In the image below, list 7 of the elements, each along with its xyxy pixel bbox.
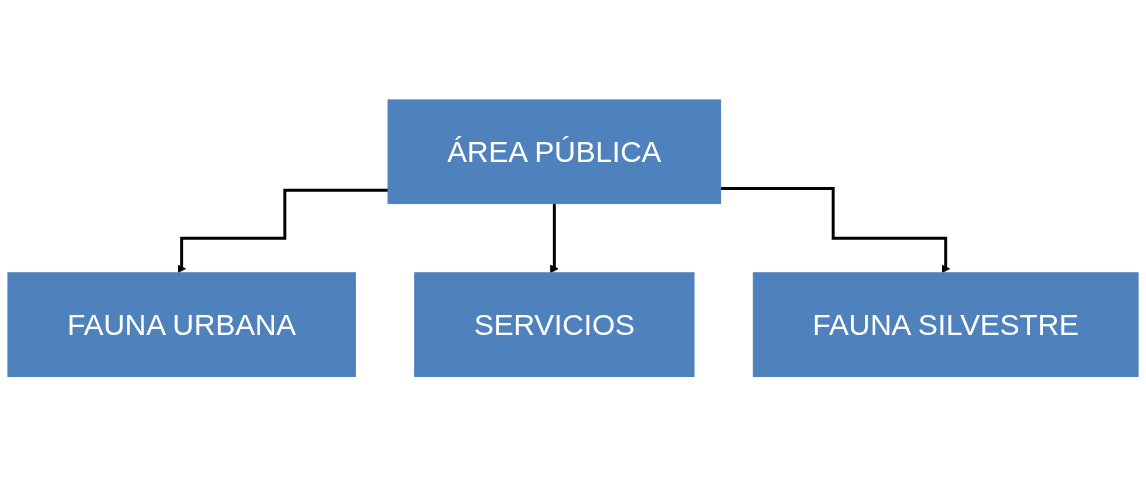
node-box: FAUNA SILVESTRE [752, 272, 1139, 378]
arrow [720, 187, 951, 274]
arrow [177, 189, 388, 274]
arrow [550, 202, 559, 274]
node-box: FAUNA URBANA [7, 272, 356, 378]
node-box: ÁREA PÚBLICA [387, 99, 722, 205]
node-box: SERVICIOS [414, 272, 695, 378]
